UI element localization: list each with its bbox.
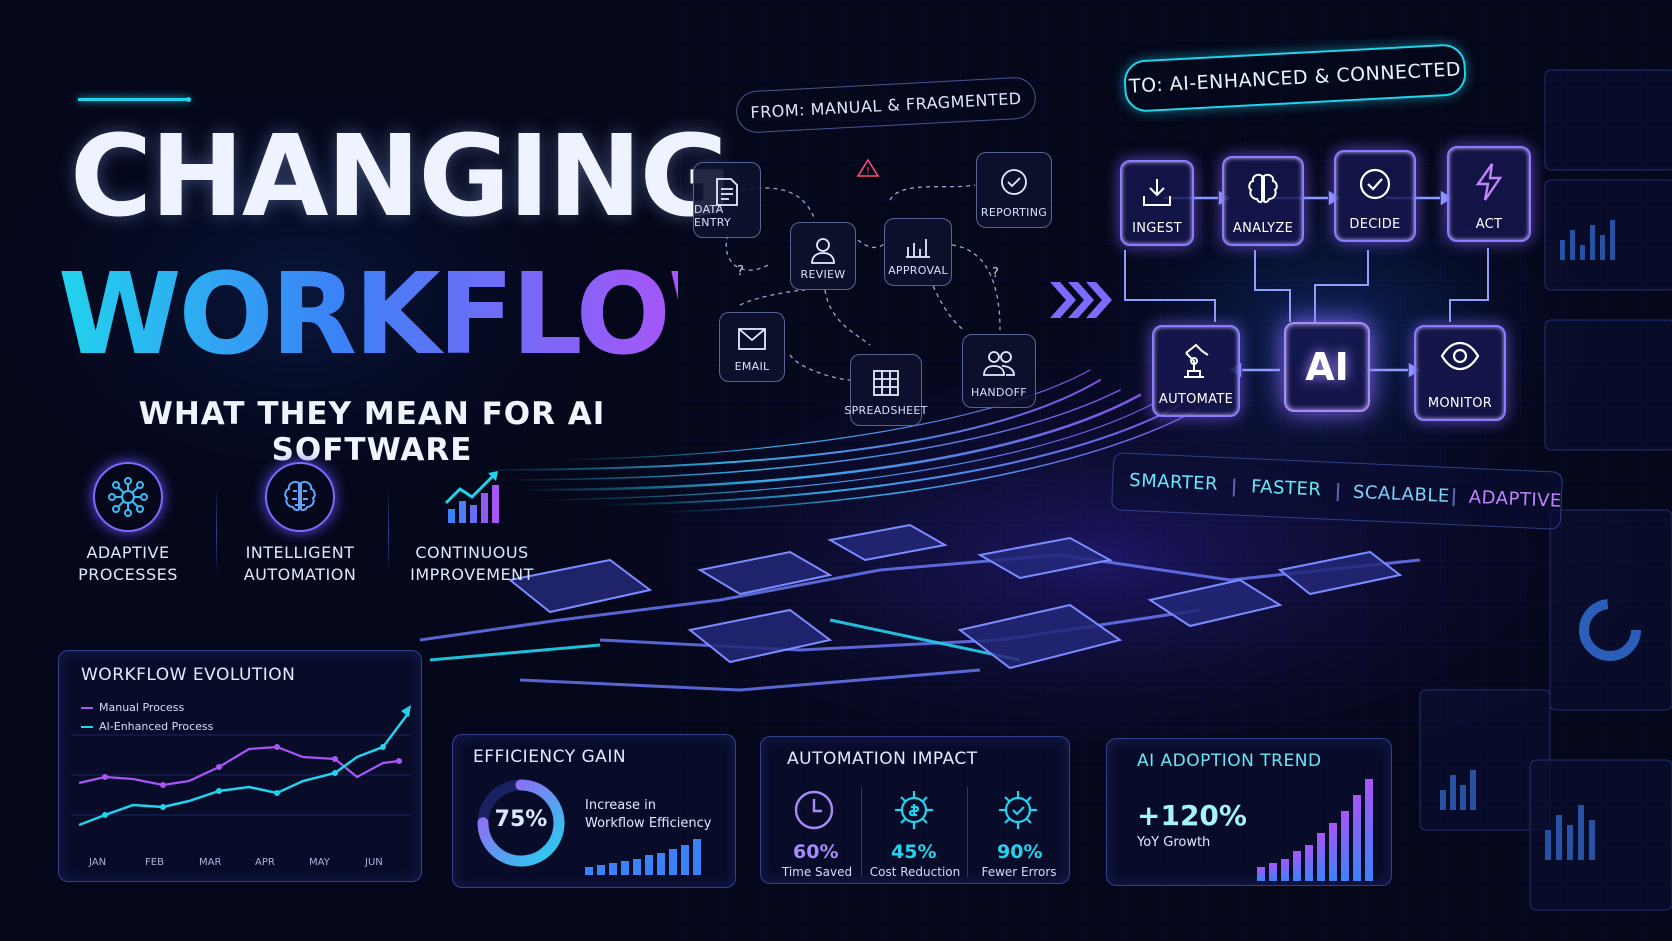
growth-chart-icon xyxy=(437,462,507,532)
stat-cost-reduction-value: 45% xyxy=(891,841,937,863)
quality-tag: SMARTER xyxy=(1128,469,1219,495)
node-analyze: ANALYZE xyxy=(1222,156,1304,246)
node-approval: APPROVAL xyxy=(884,218,952,286)
document-icon xyxy=(694,177,760,207)
stat-fewer-errors-label: Fewer Errors xyxy=(981,865,1057,879)
x-tick: JAN xyxy=(89,857,107,868)
svg-text:!: ! xyxy=(866,166,870,177)
tag-divider xyxy=(1232,478,1236,497)
x-tick: APR xyxy=(255,857,275,868)
stat-fewer-errors-value: 90% xyxy=(997,841,1043,863)
network-hub-icon xyxy=(93,462,163,532)
robot-arm-icon xyxy=(1154,341,1238,381)
evolution-line-chart xyxy=(71,705,411,827)
clock-icon xyxy=(791,787,837,837)
tag-divider xyxy=(1336,483,1340,502)
feature-divider xyxy=(388,486,389,576)
feature-continuous-improvement: CONTINUOUS IMPROVEMENT xyxy=(387,462,557,586)
legend-ai: AI-Enhanced Process xyxy=(99,720,214,733)
question-mark: ? xyxy=(992,266,999,281)
efficiency-gain-panel: EFFICIENCY GAIN 75% Increase in Workflow… xyxy=(452,734,736,888)
user-icon xyxy=(791,237,855,265)
subtitle: WHAT THEY MEAN FOR AI SOFTWARE xyxy=(138,396,606,468)
eye-icon xyxy=(1416,341,1504,371)
ai-adoption-panel: AI ADOPTION TREND +120% YoY Growth xyxy=(1106,738,1392,886)
legend-swatch-manual xyxy=(81,707,93,709)
title-accent-line xyxy=(78,98,190,101)
panel-title: EFFICIENCY GAIN xyxy=(473,747,627,767)
node-spreadsheet: SPREADSHEET xyxy=(844,354,927,426)
check-badge-icon xyxy=(977,167,1051,197)
node-reporting: REPORTING xyxy=(976,152,1052,228)
tag-divider xyxy=(1452,488,1456,507)
efficiency-donut xyxy=(477,779,565,867)
adoption-bar-chart xyxy=(1257,779,1373,881)
ai-core-node: AI xyxy=(1284,322,1370,412)
brain-icon xyxy=(1224,172,1302,206)
adoption-caption: YoY Growth xyxy=(1137,835,1211,850)
feature-divider xyxy=(216,486,217,576)
feature-label: ADAPTIVE PROCESSES xyxy=(78,543,178,584)
node-act: ACT xyxy=(1447,146,1531,242)
node-decide: DECIDE xyxy=(1334,150,1416,242)
efficiency-value: 75% xyxy=(494,807,548,832)
node-review: REVIEW xyxy=(790,222,856,290)
x-tick: MAR xyxy=(199,857,222,868)
efficiency-caption: Increase in Workflow Efficiency xyxy=(585,798,712,831)
quality-tag: ADAPTIVE xyxy=(1468,486,1563,512)
workflow-evolution-panel: WORKFLOW EVOLUTION Manual Process AI-Enh… xyxy=(58,650,422,882)
legend-swatch-ai xyxy=(81,726,93,728)
x-tick: MAY xyxy=(309,857,330,868)
stat-time-saved-label: Time Saved xyxy=(781,865,853,879)
feature-adaptive-processes: ADAPTIVE PROCESSES xyxy=(43,462,213,586)
panel-title: WORKFLOW EVOLUTION xyxy=(81,665,296,685)
gear-check-icon xyxy=(995,787,1041,837)
gear-dollar-icon xyxy=(891,787,937,837)
node-data-entry: DATA ENTRY xyxy=(693,162,761,238)
feature-intelligent-automation: INTELLIGENT AUTOMATION xyxy=(215,462,385,586)
feature-label: CONTINUOUS IMPROVEMENT xyxy=(410,543,534,584)
legend-manual: Manual Process xyxy=(99,701,185,714)
title-line-2: WORKFLOWS xyxy=(58,250,869,380)
bar-chart-icon xyxy=(885,233,951,259)
question-mark: ? xyxy=(737,264,744,279)
check-circle-icon xyxy=(1336,166,1414,202)
node-automate: AUTOMATE xyxy=(1152,325,1240,417)
stat-cost-reduction-label: Cost Reduction xyxy=(869,865,961,879)
feature-label: INTELLIGENT AUTOMATION xyxy=(243,543,357,584)
node-monitor: MONITOR xyxy=(1414,325,1506,421)
node-email: EMAIL xyxy=(719,312,785,382)
efficiency-mini-bars xyxy=(585,839,701,875)
x-tick: FEB xyxy=(145,857,164,868)
title-line-1: CHANGING xyxy=(70,112,732,242)
quality-tag: SCALABLE xyxy=(1352,481,1451,507)
automation-impact-panel: AUTOMATION IMPACT 60% Time Saved 45% Cos… xyxy=(760,736,1070,884)
people-icon xyxy=(963,349,1035,377)
download-icon xyxy=(1122,176,1192,208)
node-ingest: INGEST xyxy=(1120,160,1194,246)
quality-tag: FASTER xyxy=(1250,476,1322,501)
stat-divider xyxy=(861,787,862,877)
stat-time-saved-value: 60% xyxy=(793,841,839,863)
title-accent-dot xyxy=(186,97,191,102)
node-handoff: HANDOFF xyxy=(962,334,1036,408)
stat-divider xyxy=(967,787,968,877)
lightning-icon xyxy=(1449,162,1529,202)
panel-title: AI ADOPTION TREND xyxy=(1137,751,1322,771)
grid-icon xyxy=(851,369,921,397)
mail-icon xyxy=(720,327,784,351)
x-tick: JUN xyxy=(365,857,383,868)
panel-title: AUTOMATION IMPACT xyxy=(787,749,978,769)
brain-icon xyxy=(265,462,335,532)
adoption-value: +120% xyxy=(1137,799,1247,832)
